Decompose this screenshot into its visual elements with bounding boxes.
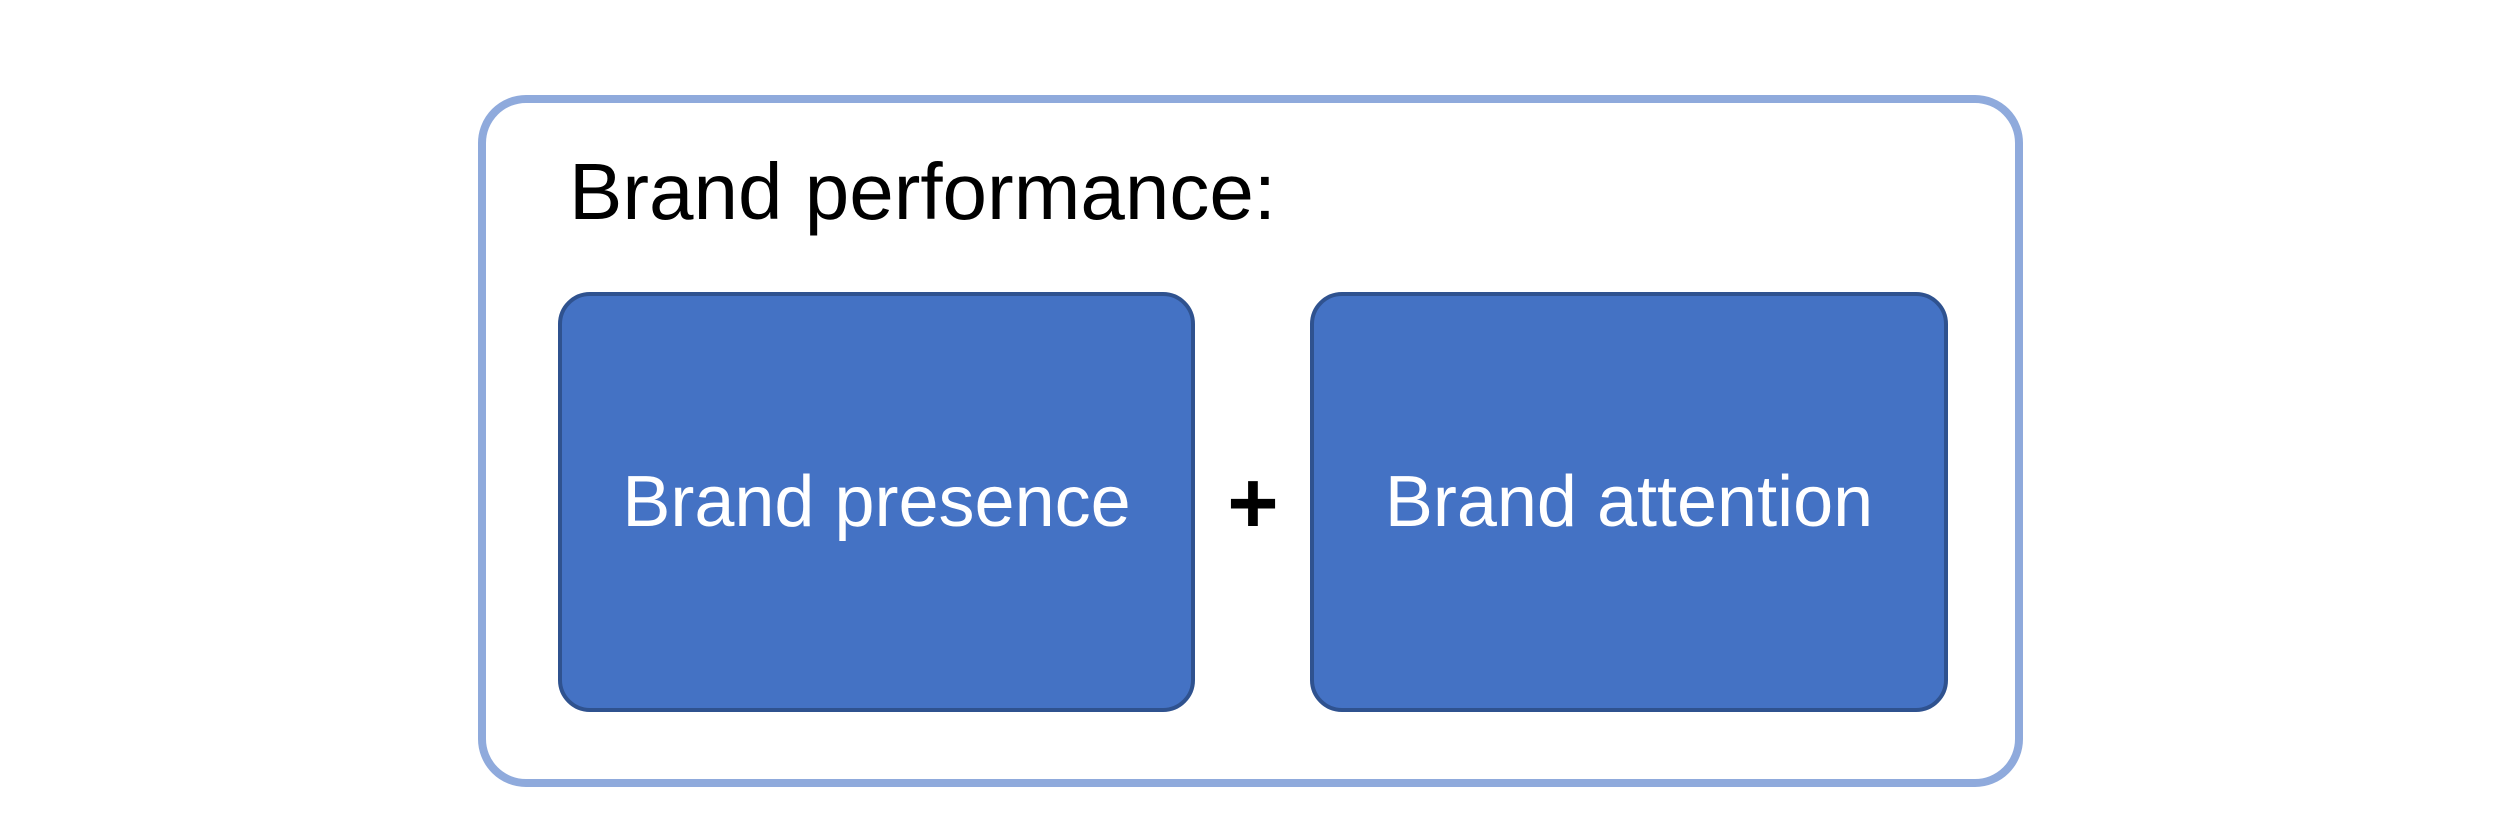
diagram-title: Brand performance: [569,147,1277,236]
brand-performance-frame: Brand performance: Brand presence + Bran… [478,95,2023,787]
brand-presence-box: Brand presence [558,292,1195,712]
brand-attention-label: Brand attention [1384,462,1874,542]
brand-presence-label: Brand presence [622,462,1131,542]
plus-operator: + [1227,453,1279,552]
brand-attention-box: Brand attention [1310,292,1948,712]
